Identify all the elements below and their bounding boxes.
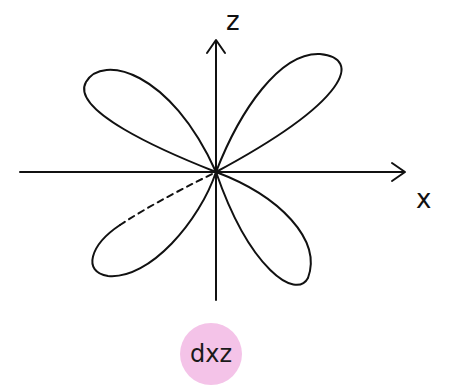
axis-label: z (226, 8, 240, 34)
orbital-lobe (84, 70, 216, 172)
orbital-lobe (92, 172, 216, 276)
orbital-lobe (216, 172, 311, 285)
orbital-lobe (216, 54, 342, 172)
axis-arrowhead (392, 163, 405, 181)
axis-arrowhead (207, 40, 225, 53)
orbital-name: dxz (190, 342, 232, 366)
orbital-lobe-hidden-edge (120, 172, 216, 225)
orbital-name-badge: dxz (180, 323, 242, 385)
axis-label: x (416, 186, 431, 212)
